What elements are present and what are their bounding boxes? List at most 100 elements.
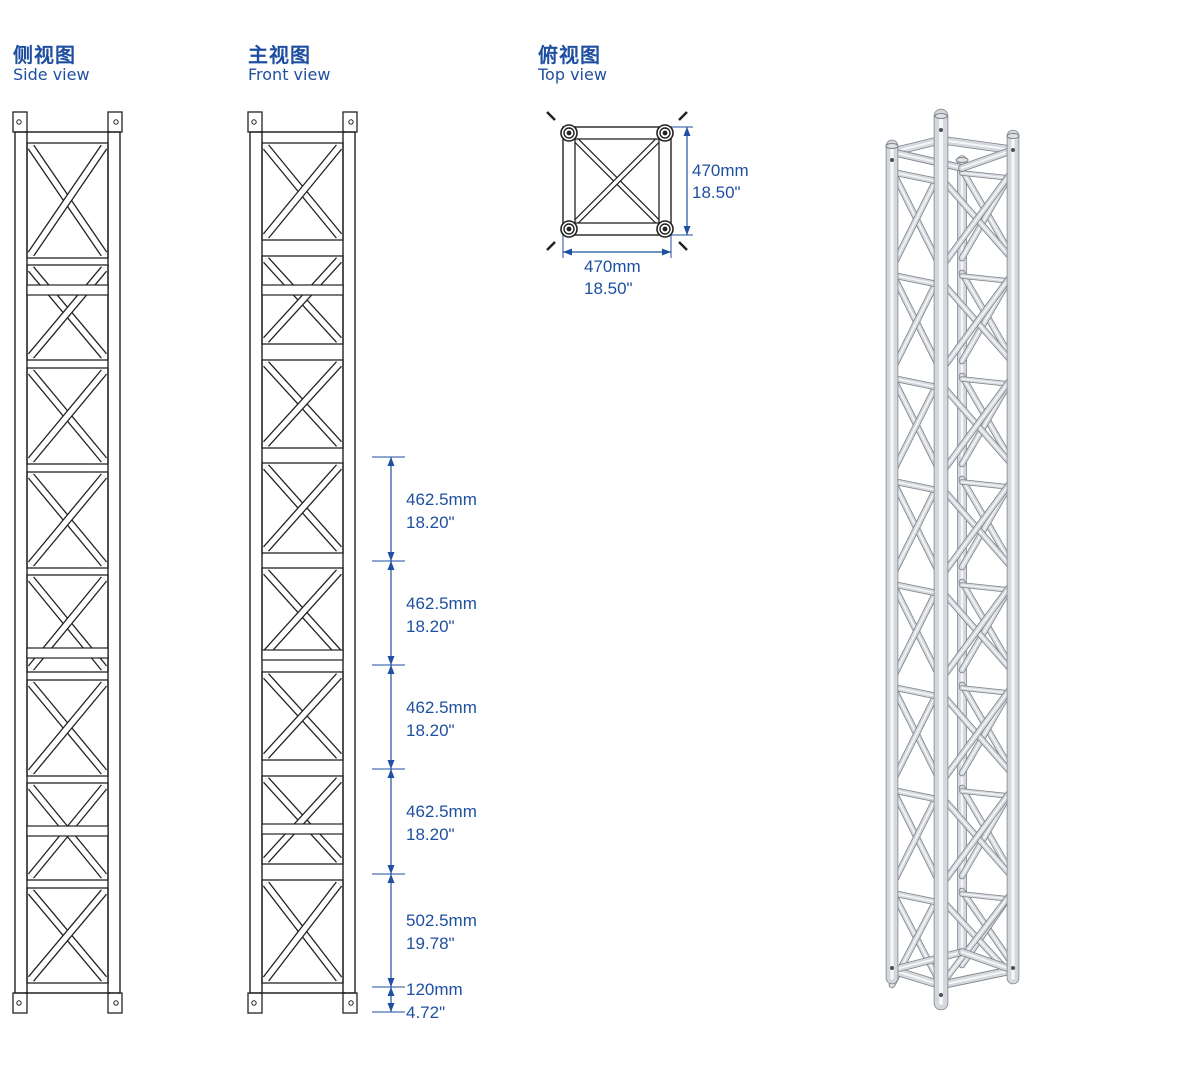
front-diagonal-brace-fill: [264, 778, 341, 862]
top-view-truss: [546, 111, 688, 251]
iso-left-strut-highlight: [891, 274, 942, 286]
top-depth-arrow: [683, 127, 691, 136]
iso-back-strut-highlight: [961, 893, 1010, 900]
side-panel: [26, 887, 109, 984]
front-end-plate: [342, 111, 358, 133]
front-panel: [261, 671, 344, 761]
front-bolt-hole: [348, 119, 354, 125]
side-horizontal-strut: [26, 825, 109, 837]
front-dimension-arrow: [387, 865, 395, 874]
front-bolt-hole: [348, 1000, 354, 1006]
top-width-inch: 18.50": [584, 279, 633, 298]
top-width-mm: 470mm: [584, 257, 641, 276]
iso-right-brace-highlight: [940, 272, 1014, 372]
iso-back-strut-highlight: [961, 275, 1010, 282]
side-diagonal-brace-fill: [28, 370, 107, 462]
dim-3-mm: 462.5mm: [406, 698, 477, 717]
front-bolt-hole: [251, 119, 257, 125]
front-dimension-arrow: [387, 552, 395, 561]
front-dimension-arrow: [387, 457, 395, 466]
top-chord-tube-core: [566, 130, 572, 136]
front-panel: [261, 142, 344, 241]
iso-left-brace-highlight: [891, 581, 942, 681]
front-view-truss: [247, 111, 358, 1014]
front-diagonal-brace-fill: [263, 882, 342, 981]
front-chord-right: [342, 131, 356, 994]
top-view-title: 俯视图 Top view: [538, 44, 607, 84]
dim-2-mm: 462.5mm: [406, 594, 477, 613]
iso-back-strut-highlight: [961, 790, 1010, 797]
front-end-plate: [342, 992, 358, 1014]
iso-left-brace-highlight: [891, 684, 942, 784]
dim-4-mm: 462.5mm: [406, 802, 477, 821]
side-end-plate: [12, 111, 28, 133]
iso-bottom-frame-highlight: [891, 951, 963, 971]
front-panel: [261, 775, 344, 865]
top-depth-inch: 18.50": [692, 183, 741, 202]
side-panel: [26, 471, 109, 569]
iso-top-frame-highlight: [891, 151, 963, 169]
iso-right-brace-highlight: [940, 478, 1014, 578]
top-chord-tube-core: [566, 226, 572, 232]
top-corner-tick: [546, 111, 556, 121]
side-diagonal-brace-fill: [28, 890, 107, 981]
front-view-title: 主视图 Front view: [248, 44, 330, 84]
side-diagonal-brace-fill: [28, 145, 107, 256]
dim-6-mm: 120mm: [406, 980, 463, 999]
side-horizontal-strut: [26, 647, 109, 659]
iso-left-strut-highlight: [891, 171, 942, 183]
iso-back-strut-highlight: [961, 378, 1010, 385]
front-view-title-zh: 主视图: [248, 43, 311, 67]
top-view-title-en: Top view: [538, 65, 607, 84]
iso-tube-cap: [955, 157, 969, 163]
side-end-plate: [107, 111, 123, 133]
front-dimension-arrow: [387, 978, 395, 987]
front-panel: [261, 462, 344, 554]
top-corner-tick: [678, 111, 688, 121]
isometric-truss-render: [885, 108, 1020, 1011]
front-diagonal-brace-fill: [263, 465, 342, 551]
iso-bolt-hole: [890, 966, 894, 970]
iso-left-strut-highlight: [891, 892, 942, 904]
iso-bottom-frame-highlight: [890, 968, 943, 987]
iso-right-brace-highlight: [940, 169, 1014, 269]
iso-left-brace-highlight: [891, 272, 942, 372]
top-chord-tube-core: [662, 226, 668, 232]
iso-back-strut-highlight: [961, 584, 1010, 591]
side-bolt-hole: [16, 119, 22, 125]
side-view-title: 侧视图 Side view: [13, 44, 90, 84]
side-end-plate: [107, 992, 123, 1014]
side-view-title-zh: 侧视图: [13, 43, 76, 67]
top-diagonal-brace-fill: [575, 139, 659, 223]
side-view-title-en: Side view: [13, 65, 90, 84]
front-panel: [261, 255, 344, 345]
iso-right-brace-highlight: [940, 684, 1014, 784]
iso-top-frame-highlight: [939, 138, 1015, 152]
front-dimension-arrow: [387, 656, 395, 665]
side-view-truss: [12, 111, 123, 1014]
top-corner-tick: [678, 241, 688, 251]
front-dimension-arrow: [387, 769, 395, 778]
iso-left-brace-highlight: [891, 375, 942, 475]
dim-1-mm: 462.5mm: [406, 490, 477, 509]
iso-bolt-hole: [939, 128, 943, 132]
front-dimension-arrow: [387, 874, 395, 883]
side-panel: [26, 264, 109, 361]
iso-tube-cap: [885, 143, 899, 149]
iso-right-brace-highlight: [940, 787, 1014, 887]
side-panel: [26, 142, 109, 259]
iso-back-strut-highlight: [961, 172, 1010, 179]
top-depth-arrow: [683, 226, 691, 235]
front-view-title-en: Front view: [248, 65, 331, 84]
front-dimension-arrow: [387, 665, 395, 674]
front-diagonal-brace-fill: [264, 362, 341, 446]
iso-bolt-hole: [1011, 966, 1015, 970]
iso-left-strut-highlight: [891, 583, 942, 595]
side-bolt-hole: [113, 119, 119, 125]
front-horizontal-strut: [261, 649, 344, 661]
top-inner-frame: [574, 138, 660, 224]
side-chord-left: [14, 131, 28, 994]
dimension-lines: [372, 126, 693, 1013]
top-chord-tube-core: [662, 130, 668, 136]
side-panel: [26, 367, 109, 465]
